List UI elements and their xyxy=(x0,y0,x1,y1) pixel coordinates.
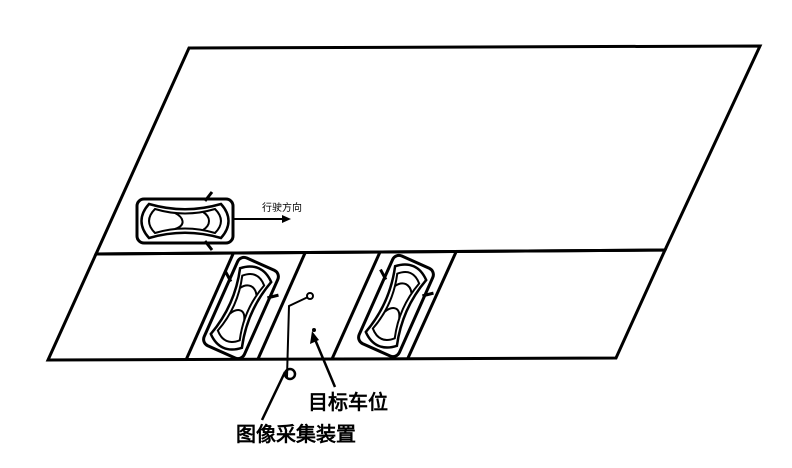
driving-direction-label: 行驶方向 xyxy=(262,203,302,214)
parked-car-icon xyxy=(348,248,444,364)
target-spot-label: 目标车位 xyxy=(308,390,388,414)
space-divider xyxy=(330,251,382,360)
space-divider xyxy=(256,252,307,360)
moving-car-icon xyxy=(135,190,235,252)
capture-device-pointer xyxy=(260,371,287,421)
capture-device-label: 图像采集装置 xyxy=(236,422,356,446)
space-divider xyxy=(406,251,458,359)
arrow-right-icon xyxy=(234,215,291,223)
target-spot-pointer xyxy=(310,331,337,388)
space-divider xyxy=(184,253,235,361)
parking-area xyxy=(45,248,668,362)
